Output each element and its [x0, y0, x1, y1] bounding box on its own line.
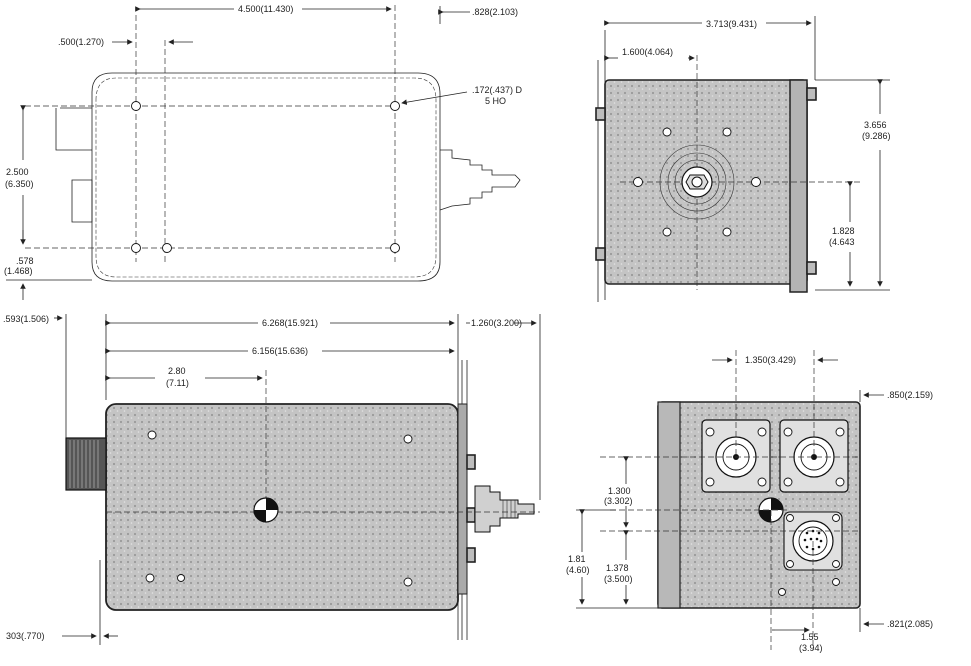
mounting-hole	[131, 101, 141, 111]
flange-screw	[751, 177, 761, 187]
dim-6156: 6.156(15.636)	[252, 346, 308, 356]
dim-155-a: 1.55	[801, 632, 819, 642]
mounting-hole	[390, 243, 400, 253]
dim-821: .821(2.085)	[887, 619, 933, 629]
side-screw	[145, 573, 155, 583]
dim-4500: 4.500(11.430)	[238, 4, 293, 14]
side-screw	[403, 434, 413, 444]
dim-181-b: (4.60)	[566, 565, 590, 575]
dim-3656-a: 3.656	[864, 120, 887, 130]
dim-172-holes: 5 HO	[485, 96, 506, 106]
dim-280-a: 2.80	[168, 366, 186, 376]
dim-2500-b: (6.350)	[5, 179, 34, 189]
dim-3713: 3.713(9.431)	[706, 19, 757, 29]
dim-1300-a: 1.300	[608, 486, 631, 496]
side-screw	[147, 430, 157, 440]
connector-view	[576, 350, 884, 650]
flange-screw	[722, 227, 732, 237]
dim-2500-a: 2.500	[6, 167, 29, 177]
mounting-hole	[162, 243, 172, 253]
dim-850: .850(2.159)	[887, 390, 933, 400]
end-view	[595, 16, 890, 302]
dim-1600: 1.600(4.064)	[622, 47, 673, 57]
top-view	[6, 5, 521, 300]
dim-181-a: 1.81	[568, 554, 586, 564]
dim-1350: 1.350(3.429)	[745, 355, 796, 365]
dim-1260: 1.260(3.200)	[471, 318, 522, 328]
dim-1378-b: (3.500)	[604, 574, 633, 584]
mounting-hole	[390, 101, 400, 111]
dim-1378-a: 1.378	[606, 563, 629, 573]
dim-1300-b: (3.302)	[604, 496, 633, 506]
dim-155-b: (3.94)	[799, 643, 823, 653]
flange-screw	[722, 127, 732, 137]
dim-828: .828(2.103)	[472, 7, 518, 17]
flange-screw	[633, 177, 643, 187]
dim-1828-b: (4.643	[829, 237, 855, 247]
dim-500: .500(1.270)	[58, 37, 104, 47]
dim-280-b: (7.11)	[166, 378, 189, 388]
dim-1828-a: 1.828	[832, 226, 855, 236]
dim-303: 303(.770)	[6, 631, 45, 641]
dim-578-a: .578	[16, 256, 34, 266]
dim-6268: 6.268(15.921)	[262, 318, 318, 328]
flange-screw	[662, 127, 672, 137]
side-screw	[177, 574, 185, 582]
dim-578-b: (1.468)	[4, 266, 33, 276]
flange-screw	[662, 227, 672, 237]
dim-3656-b: (9.286)	[862, 131, 891, 141]
side-view	[54, 314, 541, 645]
dim-172: .172(.437) D	[472, 85, 523, 95]
side-screw	[403, 577, 413, 587]
dim-593: .593(1.506)	[3, 314, 49, 324]
mounting-hole	[131, 243, 141, 253]
